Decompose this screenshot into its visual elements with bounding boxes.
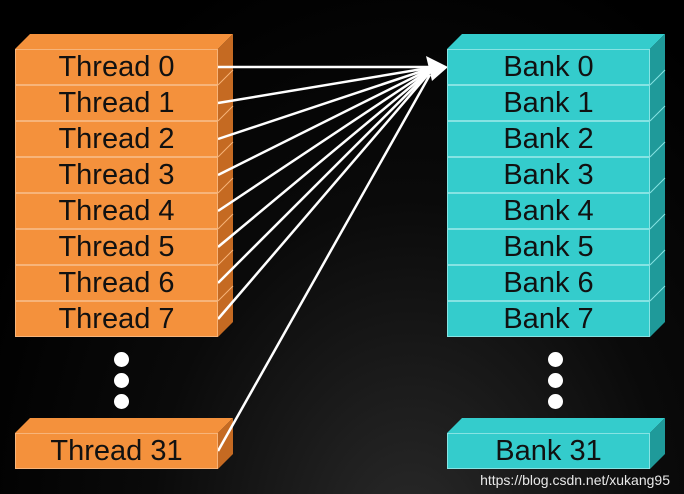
- bank-7: Bank 7: [447, 301, 650, 337]
- ellipsis-dot-thread-2: [114, 373, 129, 388]
- thread-31: Thread 31: [15, 433, 218, 469]
- thread-stack-top-face: [15, 34, 233, 49]
- bank-2: Bank 2: [447, 121, 650, 157]
- thread-31-block-top-face: [15, 418, 233, 433]
- thread-0: Thread 0: [15, 49, 218, 85]
- ellipsis-dot-bank-2: [548, 373, 563, 388]
- arrow-line-4: [217, 68, 431, 213]
- bank-side-divider: [649, 69, 666, 86]
- bank-3: Bank 3: [447, 157, 650, 193]
- bank-stack-top-face: [447, 34, 665, 49]
- thread-side-divider: [217, 177, 234, 194]
- thread-side-divider: [217, 105, 234, 122]
- thread-2: Thread 2: [15, 121, 218, 157]
- thread-5: Thread 5: [15, 229, 218, 265]
- bank-side-divider: [649, 141, 666, 158]
- thread-1: Thread 1: [15, 85, 218, 121]
- thread-4: Thread 4: [15, 193, 218, 229]
- arrow-line-3: [217, 68, 431, 177]
- bank-side-divider: [649, 177, 666, 194]
- bank-side-divider: [649, 105, 666, 122]
- bank-4: Bank 4: [447, 193, 650, 229]
- arrow-line-2: [217, 67, 431, 141]
- thread-6: Thread 6: [15, 265, 218, 301]
- thread-side-divider: [217, 249, 234, 266]
- bank-0: Bank 0: [447, 49, 650, 85]
- ellipsis-dot-thread-3: [114, 394, 129, 409]
- thread-side-divider: [217, 69, 234, 86]
- ellipsis-dot-bank-1: [548, 352, 563, 367]
- thread-side-divider: [217, 213, 234, 230]
- arrow-line-5: [217, 69, 431, 248]
- thread-3: Thread 3: [15, 157, 218, 193]
- bank-1: Bank 1: [447, 85, 650, 121]
- bank-5: Bank 5: [447, 229, 650, 265]
- arrow-line-6: [217, 70, 431, 284]
- block-3d-sides: [15, 34, 666, 469]
- bank-side-divider: [649, 285, 666, 302]
- bank-31: Bank 31: [447, 433, 650, 469]
- thread-7: Thread 7: [15, 301, 218, 337]
- bank-31-block-top-face: [447, 418, 665, 433]
- arrow-head: [426, 56, 448, 81]
- arrow-line-8: [216, 74, 432, 452]
- arrow-line-1: [217, 66, 431, 105]
- bank-6: Bank 6: [447, 265, 650, 301]
- ellipsis-dot-bank-3: [548, 394, 563, 409]
- thread-side-divider: [217, 285, 234, 302]
- bank-side-divider: [649, 249, 666, 266]
- watermark: https://blog.csdn.net/xukang95: [480, 472, 670, 488]
- arrow-line-7: [217, 71, 431, 320]
- thread-side-divider: [217, 141, 234, 158]
- bank-31-block-right-face: [650, 418, 665, 469]
- bank-side-divider: [649, 213, 666, 230]
- ellipsis-dot-thread-1: [114, 352, 129, 367]
- access-arrows: [216, 56, 448, 452]
